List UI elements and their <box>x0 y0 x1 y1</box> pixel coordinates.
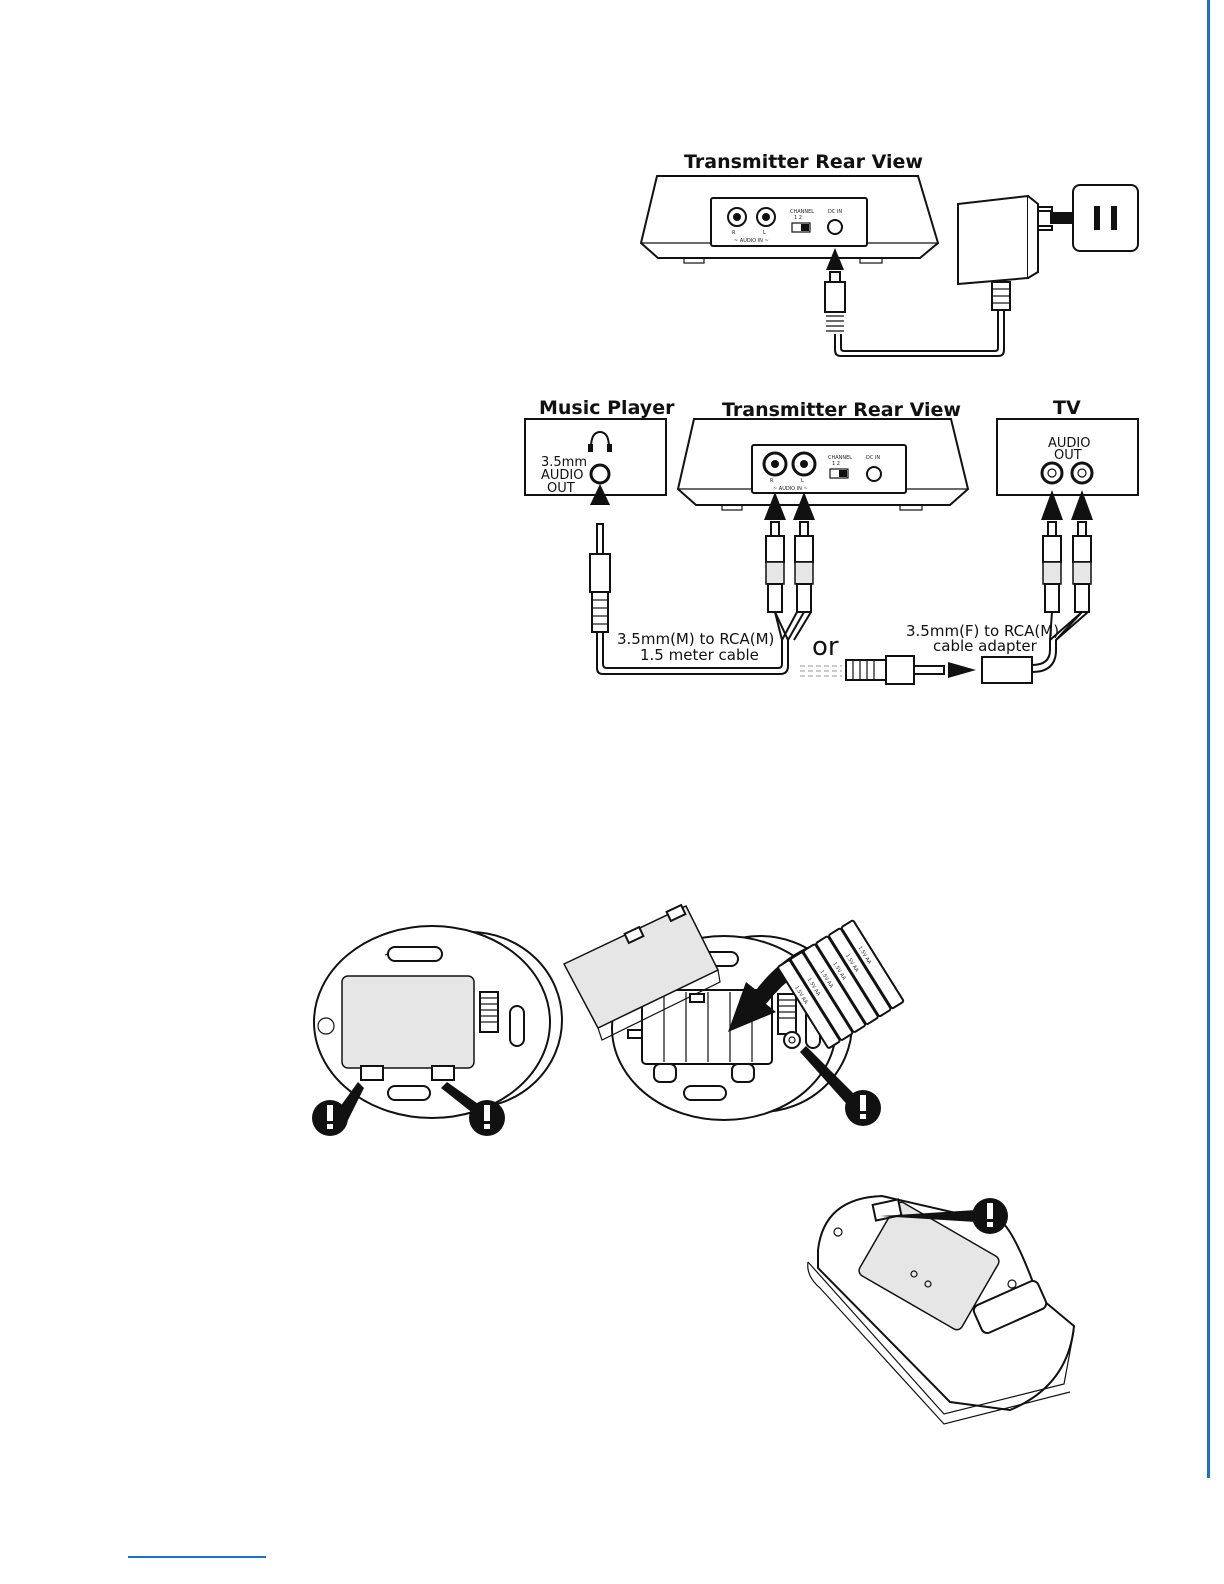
transmitter-unit-audio: R L ~ AUDIO IN ~ CHANNEL 1 2 DC IN <box>678 419 968 510</box>
svg-text:OUT: OUT <box>547 481 575 496</box>
wall-outlet-icon <box>1073 185 1138 251</box>
svg-text:DC IN: DC IN <box>866 455 880 461</box>
or-label: or <box>812 632 839 662</box>
transmitter-unit: R L ~ AUDIO IN ~ CHANNEL 1 2 DC IN <box>641 176 938 263</box>
title-transmitter-rear: Transmitter Rear View <box>722 399 961 421</box>
svg-text:L: L <box>763 230 766 236</box>
power-connection-diagram: Transmitter Rear View R L ~ AUDIO IN ~ C… <box>641 151 1138 356</box>
svg-text:~ AUDIO IN ~: ~ AUDIO IN ~ <box>773 486 808 492</box>
svg-text:R: R <box>732 230 736 236</box>
svg-text:1 2: 1 2 <box>794 215 802 221</box>
battery-install-diagram: 1.5V AA 1.5V AA 1.5V AA 1.5V AA 1.5V AA … <box>312 905 904 1136</box>
title-music-player: Music Player <box>539 397 675 419</box>
transmitter-bottom-diagram <box>808 1196 1074 1424</box>
cable-label-line2: 1.5 meter cable <box>640 646 759 664</box>
receiver-closed <box>314 926 562 1118</box>
diagram-title-power: Transmitter Rear View <box>684 151 923 173</box>
rca-plug-icon <box>766 522 1091 612</box>
caution-icon <box>972 1198 1008 1234</box>
title-tv: TV <box>1053 397 1081 419</box>
tv-box: AUDIO OUT <box>997 419 1138 495</box>
caution-icon <box>469 1100 505 1136</box>
svg-text:~ AUDIO IN ~: ~ AUDIO IN ~ <box>734 238 769 244</box>
adapter-mini-plug <box>846 656 944 684</box>
svg-text:OUT: OUT <box>1054 448 1082 463</box>
dc-plug <box>825 272 845 331</box>
adapter-label-line2: cable adapter <box>933 637 1038 655</box>
svg-text:L: L <box>801 478 804 484</box>
power-adapter-icon <box>958 196 1052 284</box>
svg-text:DC IN: DC IN <box>828 209 842 215</box>
svg-text:R: R <box>770 478 774 484</box>
audio-connection-diagram: Music Player Transmitter Rear View TV 3.… <box>525 397 1138 684</box>
svg-text:1 2: 1 2 <box>832 461 840 467</box>
caution-icon <box>312 1100 348 1136</box>
mini-plug <box>590 524 610 632</box>
caution-icon <box>845 1090 881 1126</box>
music-player-box: 3.5mm AUDIO OUT <box>525 419 666 496</box>
